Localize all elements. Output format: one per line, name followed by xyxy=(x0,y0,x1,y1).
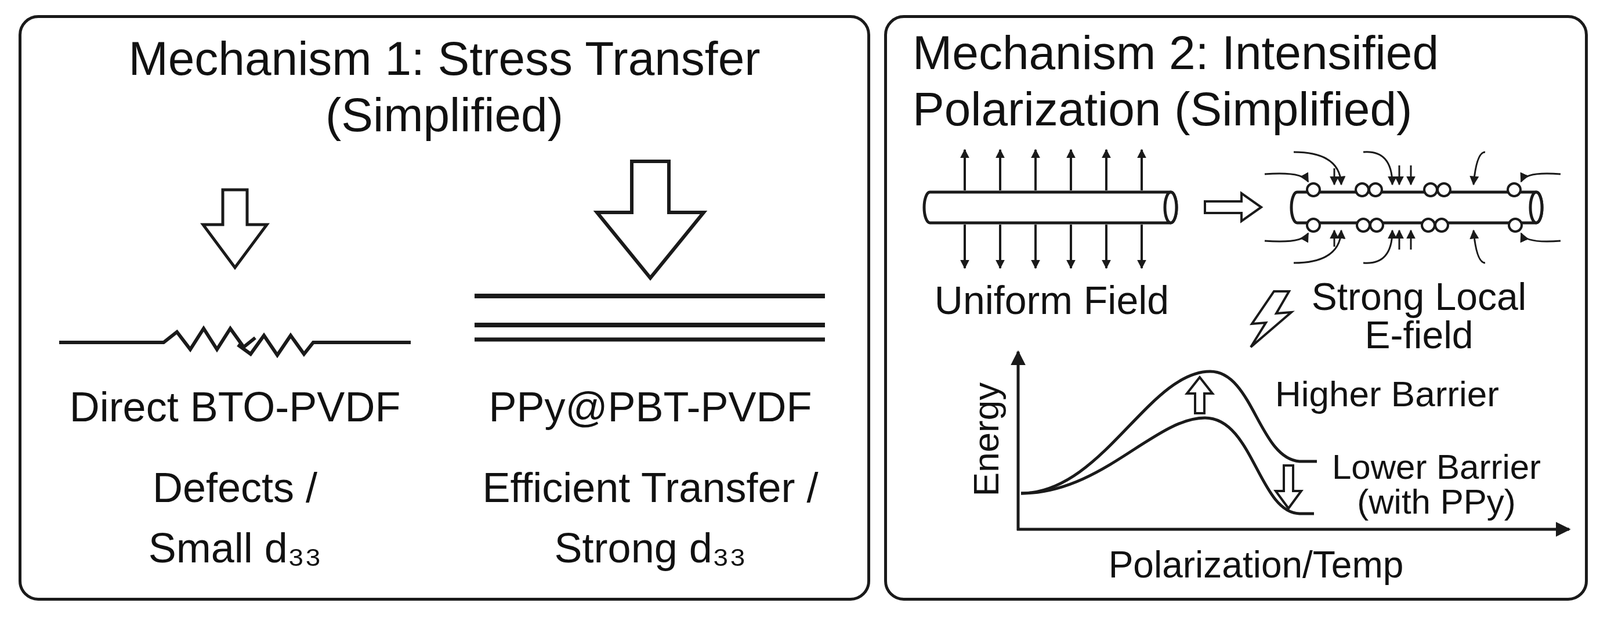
uniform-field-arrows xyxy=(1105,224,1108,269)
local-field-lines xyxy=(1333,230,1336,247)
energy-curve xyxy=(1021,371,1317,514)
small-hollow-arrow xyxy=(203,189,267,268)
defective-interface-line xyxy=(237,335,411,356)
local-field-lines xyxy=(1398,165,1401,185)
uniform-field-arrows xyxy=(963,224,966,269)
ppy-particle xyxy=(1370,218,1384,232)
local-field-lines xyxy=(1293,230,1342,263)
panel-heading: Mechanism 2: Intensified Polarization (S… xyxy=(912,24,1484,138)
transition-hollow-arrow xyxy=(1204,193,1262,222)
local-field-lines xyxy=(1410,230,1413,250)
local-field-lines xyxy=(1521,233,1561,242)
barrier-change-arrow xyxy=(1275,465,1302,509)
transition-hollow-arrow xyxy=(1204,193,1262,222)
ppy-particle xyxy=(1369,183,1382,197)
local-field-lines xyxy=(1410,165,1413,185)
ppy-particle xyxy=(1307,183,1522,232)
local-field-lines xyxy=(1398,230,1401,250)
field-label: Strong Local E-field xyxy=(1294,277,1544,354)
axis-label: Polarization/Temp xyxy=(1108,544,1404,585)
nanowire-rod xyxy=(924,192,1177,223)
local-field-lines xyxy=(1293,151,1342,185)
defective-interface-line xyxy=(59,328,256,350)
uniform-field-arrows xyxy=(1140,149,1143,191)
ppy-particle xyxy=(1435,218,1449,232)
nanowire-rod xyxy=(1291,192,1542,223)
ppy-particle xyxy=(1307,183,1320,197)
local-field-lines xyxy=(1473,230,1486,263)
material-label: PPy@PBT-PVDF xyxy=(488,382,812,432)
energy-curve xyxy=(1021,371,1317,494)
ppy-particle xyxy=(1356,218,1370,232)
nanowire-rod xyxy=(924,192,1177,223)
small-hollow-arrow xyxy=(203,189,267,268)
energy-axes xyxy=(1016,527,1570,531)
uniform-field-arrows xyxy=(1034,149,1037,191)
large-hollow-arrow xyxy=(596,161,704,278)
uniform-field-arrows xyxy=(1069,149,1073,191)
layered-interface-lines xyxy=(474,322,825,328)
local-field-lines xyxy=(1333,168,1336,185)
material-label: Direct BTO-PVDF xyxy=(69,382,401,432)
local-field-lines xyxy=(1521,173,1561,182)
local-field-lines xyxy=(1473,151,1486,185)
large-hollow-arrow xyxy=(596,161,704,278)
local-field-lines xyxy=(1264,233,1309,242)
ppy-particle xyxy=(1424,183,1437,197)
barrier-change-arrow xyxy=(1186,377,1213,414)
layered-interface-lines xyxy=(474,337,825,342)
ppy-particle xyxy=(1508,218,1522,232)
uniform-field-arrows xyxy=(1034,224,1037,269)
axis-label: Energy xyxy=(966,382,1006,497)
result-label: Defects / Small d₃₃ xyxy=(126,457,344,579)
lightning-bolt xyxy=(1250,291,1292,347)
nanowire-rod xyxy=(1530,192,1542,223)
nanowire-rod xyxy=(1164,192,1177,223)
ppy-particle xyxy=(1507,183,1521,197)
ppy-particle xyxy=(1307,218,1320,232)
uniform-field-arrows xyxy=(963,149,966,191)
field-label: Uniform Field xyxy=(934,277,1169,323)
result-label: Efficient Transfer / Strong d₃₃ xyxy=(462,457,839,579)
local-field-lines xyxy=(1264,173,1309,182)
local-field-lines xyxy=(1363,230,1393,263)
local-field-lines xyxy=(1363,151,1393,185)
uniform-field-arrows xyxy=(998,224,1002,269)
ppy-particle xyxy=(1355,183,1369,197)
barrier-label: Higher Barrier xyxy=(1275,374,1500,414)
defective-interface-line xyxy=(59,328,411,356)
uniform-field-arrows xyxy=(1105,149,1108,191)
ppy-particle xyxy=(1437,183,1451,197)
local-field-lines xyxy=(1264,151,1561,264)
layered-interface-lines xyxy=(474,293,825,299)
nanowire-rod xyxy=(1291,192,1542,223)
uniform-field-arrows xyxy=(998,149,1002,191)
lightning-bolt xyxy=(1250,291,1292,347)
energy-axes xyxy=(1016,351,1020,531)
energy-axes xyxy=(1016,351,1570,531)
mechanism-panel: Mechanism 1: Stress Transfer (Simplified… xyxy=(18,15,871,601)
ppy-particle xyxy=(1421,218,1435,232)
layered-interface-lines xyxy=(474,295,825,340)
barrier-label: Lower Barrier (with PPy) xyxy=(1314,449,1559,520)
uniform-field-arrows xyxy=(1069,224,1073,269)
panel-heading: Mechanism 1: Stress Transfer (Simplified… xyxy=(99,30,790,144)
uniform-field-arrows xyxy=(1140,224,1143,269)
energy-curve xyxy=(1021,417,1314,514)
